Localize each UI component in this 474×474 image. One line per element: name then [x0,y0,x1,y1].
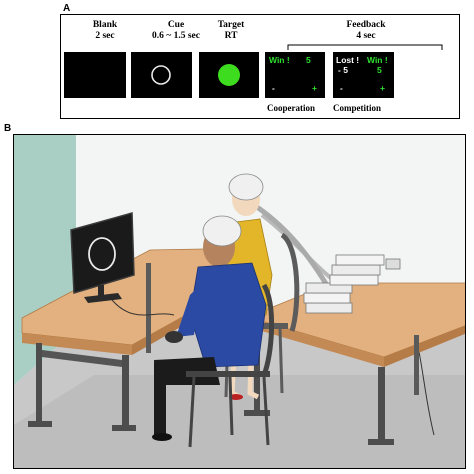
feedback-bracket [287,44,443,50]
player-one-eeg-cap [202,215,242,247]
competition-caption: Competition [333,103,381,113]
monitor [70,212,135,303]
competition-minus: - [340,83,343,93]
cooperation-win-label: Win ! [269,55,290,65]
cooperation-score: 5 [306,55,311,65]
player-one-chair [186,283,274,448]
cue-stage-duration: 0.6 ~ 1.5 sec [152,31,200,41]
competition-plus: + [380,83,385,93]
panel-a-letter: A [63,3,71,14]
player-two-eeg-cap [228,173,264,201]
target-dot-icon [218,64,240,86]
joystick-icon [165,331,183,343]
feedback-stage-duration: 4 sec [356,31,376,41]
competition-win-score: 5 [377,65,382,75]
feedback-stage: Feedback 4 sec [301,20,431,42]
task-timeline-panel: Blank 2 sec Cue 0.6 ~ 1.5 sec Target RT … [60,14,460,119]
right-table [244,282,465,445]
cooperation-minus: - [272,83,275,93]
target-screen [199,52,259,98]
cue-ring-icon [151,65,171,85]
target-stage-rt: RT [224,31,238,41]
blank-stage-duration: 2 sec [95,31,115,41]
monitor-cue-ring [88,237,116,271]
blank-screen [64,52,126,98]
competition-screen: Lost ! Win ! - 5 5 - + [333,52,394,98]
competition-lost-label: Lost ! [336,55,360,65]
target-stage: Target RT [191,20,271,42]
blank-stage: Blank 2 sec [61,20,149,42]
cooperation-screen: Win ! 5 - + [265,52,325,98]
target-stage-title: Target [217,20,245,30]
blank-stage-title: Blank [92,20,118,30]
cooperation-plus: + [312,83,317,93]
panel-b-letter: B [4,123,12,134]
joystick-cable [111,299,175,316]
setup-scene [14,135,465,468]
cooperation-caption: Cooperation [267,103,315,113]
experiment-setup-illustration [13,134,466,469]
floor-shade [14,375,465,468]
cue-stage-title: Cue [167,20,185,30]
eeg-amplifiers [303,254,401,314]
competition-win-label: Win ! [367,55,388,65]
cue-stage: Cue 0.6 ~ 1.5 sec [116,20,236,42]
feedback-stage-title: Feedback [346,20,386,30]
competition-lost-score: - 5 [338,65,348,75]
cue-screen [131,52,192,98]
